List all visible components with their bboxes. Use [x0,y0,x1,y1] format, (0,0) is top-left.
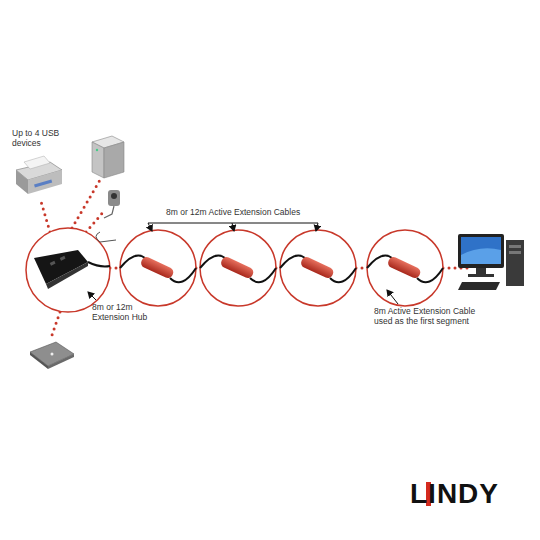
scanner [30,342,74,369]
leader-arrows [88,290,398,304]
brand-logo: LINDY [410,480,499,508]
computer [458,234,524,290]
segment-label: 8m Active Extension Cable used as the fi… [374,306,486,326]
usb-hub [34,250,110,289]
device-note: Up to 4 USB devices [12,128,74,148]
cables-label: 8m or 12m Active Extension Cables [166,207,300,217]
extension-cables [120,255,443,282]
bracket [148,223,318,231]
zoom-circles [26,228,443,312]
printer [16,156,62,194]
webcam [96,190,120,242]
hard-drive [92,136,124,178]
hub-label: 8m or 12m Extension Hub [92,302,162,322]
